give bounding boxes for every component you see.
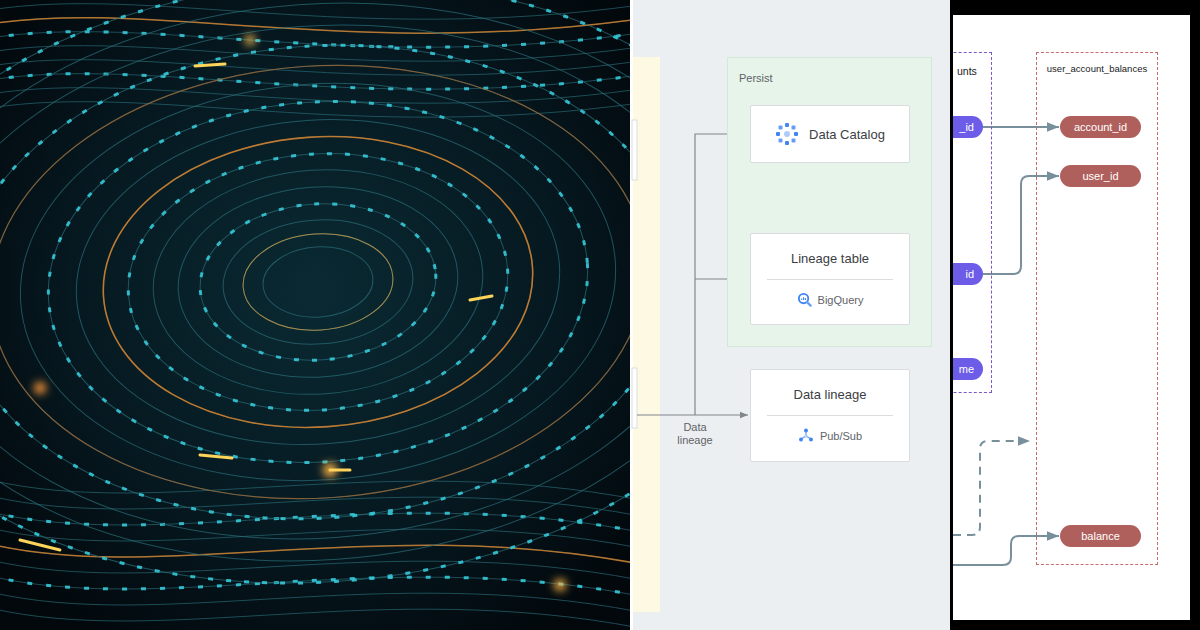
column-pill: id — [953, 263, 983, 285]
column-name: account_id — [1074, 121, 1127, 133]
column-pill: me — [953, 358, 983, 380]
middle-panel — [630, 0, 952, 630]
service-box: Data lineagePub/Sub — [750, 369, 910, 462]
column-pill: balance — [1060, 525, 1141, 547]
service-row: BigQuery — [797, 292, 864, 307]
group-title: Persist — [739, 72, 773, 84]
right-clip: unts _idid me user_account_balances account_… — [953, 15, 1190, 620]
catalog-icon — [775, 122, 799, 146]
column-name: me — [959, 363, 974, 375]
service-name: BigQuery — [818, 294, 864, 306]
persist-group: PersistData CatalogLineage tableBigQuery — [727, 57, 932, 347]
bigquery-icon — [797, 292, 812, 307]
table-group: user_account_balances account_id user_idba… — [1036, 52, 1158, 565]
service-box: Data Catalog — [750, 105, 910, 163]
right-panel — [950, 0, 1200, 630]
lineage-arrow — [983, 126, 1059, 128]
box-label: Data Catalog — [809, 127, 885, 142]
group-title: user_account_balances — [1037, 63, 1157, 74]
box-divider — [767, 279, 893, 280]
service-row: Pub/Sub — [798, 428, 862, 444]
box-heading: Lineage table — [791, 251, 869, 267]
service-name: Pub/Sub — [820, 430, 862, 442]
box-divider — [767, 415, 893, 416]
box-heading: Data lineage — [794, 387, 867, 403]
service-box: Lineage tableBigQuery — [750, 233, 910, 325]
column-wires — [953, 441, 1059, 565]
pubsub-icon — [798, 428, 814, 444]
group-title: unts — [957, 65, 977, 77]
abstract-illustration — [0, 0, 630, 630]
column-pill: account_id — [1060, 116, 1141, 138]
column-pill: user_id — [1060, 165, 1141, 187]
column-name: user_id — [1082, 170, 1118, 182]
wire-label: Data lineage — [671, 421, 719, 447]
column-name: balance — [1081, 530, 1120, 542]
table-group: unts _idid me — [953, 52, 992, 393]
lineage-arrow — [983, 176, 1059, 274]
column-name: _id — [959, 121, 974, 133]
column-name: id — [965, 268, 974, 280]
column-pill: _id — [953, 116, 983, 138]
